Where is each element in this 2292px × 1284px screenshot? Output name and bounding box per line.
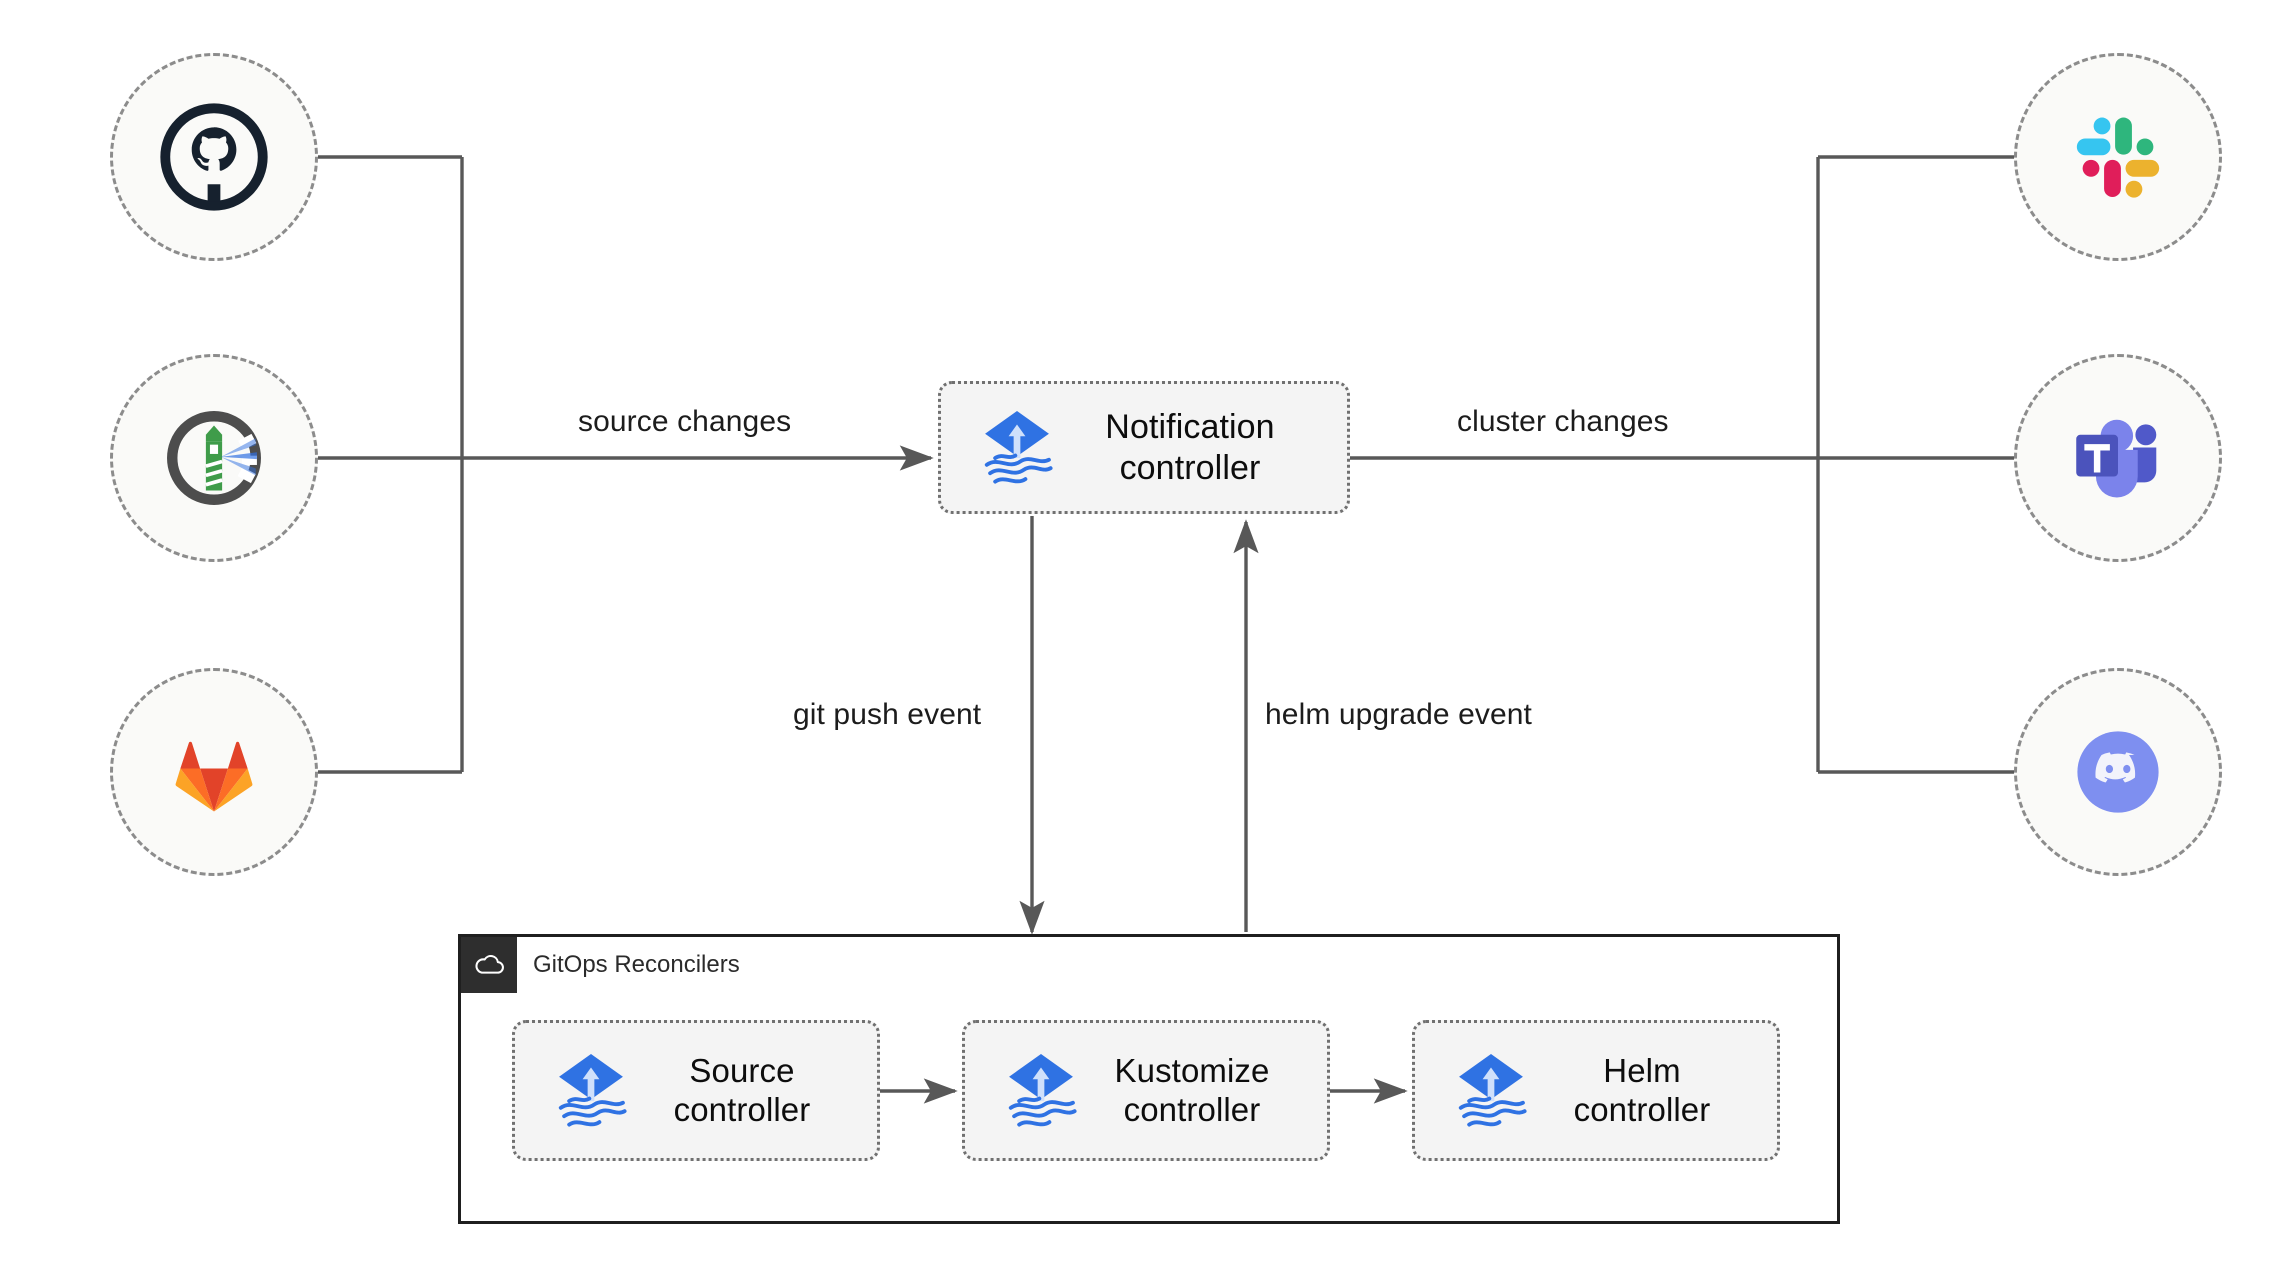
group-title: GitOps Reconcilers: [533, 951, 740, 978]
node-label: Notification controller: [1105, 408, 1275, 487]
node-helm-controller[interactable]: Helm controller: [1412, 1020, 1780, 1161]
cloud-icon: [475, 955, 504, 974]
source-endpoint-gitlab[interactable]: [110, 668, 318, 876]
github-icon: [160, 103, 268, 211]
gitlab-icon: [175, 741, 253, 812]
source-endpoint-github[interactable]: [110, 53, 318, 261]
group-gitops-reconcilers: GitOps Reconcilers: [458, 934, 1840, 1224]
edge-label-helm-upgrade-event: helm upgrade event: [1265, 698, 1532, 731]
edge-label-source-changes: source changes: [578, 405, 792, 438]
flux-icon: [1008, 1053, 1077, 1127]
node-label: Kustomize controller: [1114, 1051, 1270, 1128]
destination-endpoint-slack[interactable]: [2014, 53, 2222, 261]
slack-icon: [2076, 117, 2160, 198]
destination-endpoint-discord[interactable]: [2014, 668, 2222, 876]
flux-icon: [984, 410, 1053, 484]
edge-label-git-push-event: git push event: [793, 698, 982, 731]
node-label: Helm controller: [1573, 1051, 1711, 1128]
group-header: GitOps Reconcilers: [461, 937, 740, 993]
teams-icon: [2076, 419, 2157, 498]
flux-icon: [1458, 1053, 1527, 1127]
group-badge: [461, 937, 517, 993]
helm-icon: [167, 411, 261, 505]
source-endpoint-helm[interactable]: [110, 354, 318, 562]
node-notification-controller[interactable]: Notification controller: [938, 381, 1350, 514]
edge-label-cluster-changes: cluster changes: [1457, 405, 1669, 438]
flux-icon: [558, 1053, 627, 1127]
discord-icon: [2077, 731, 2159, 813]
destination-endpoint-teams[interactable]: [2014, 354, 2222, 562]
node-label: Source controller: [673, 1051, 811, 1128]
node-source-controller[interactable]: Source controller: [512, 1020, 880, 1161]
node-kustomize-controller[interactable]: Kustomize controller: [962, 1020, 1330, 1161]
